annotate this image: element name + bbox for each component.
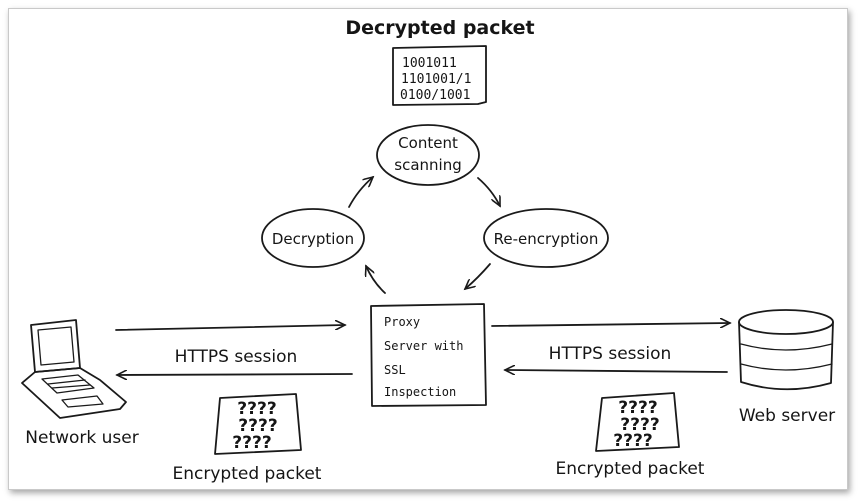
right-packet-row-1: ???? — [618, 398, 657, 418]
right-encrypted-packet-title: Encrypted packet — [556, 459, 705, 479]
decrypted-packet-icon: 1001011 1101001/1 0100/1001 — [392, 45, 487, 106]
content-scanning-node: Content scanning — [376, 124, 480, 186]
arrow-scanning-to-reencryption — [477, 177, 501, 206]
bit-row-3: 0100/1001 — [400, 88, 470, 103]
network-user-label: Network user — [25, 428, 138, 448]
left-https-session-label: HTTPS session — [175, 347, 298, 367]
proxy-line-3: SSL — [384, 363, 406, 377]
bit-row-2: 1101001/1 — [401, 72, 471, 87]
arrow-reencryption-to-proxy — [465, 263, 491, 289]
web-server-icon — [738, 309, 834, 391]
web-server-label: Web server — [739, 406, 835, 426]
left-packet-row-3: ???? — [232, 433, 271, 453]
content-scanning-line-2: scanning — [394, 156, 461, 174]
left-packet-row-2: ???? — [238, 416, 277, 436]
content-scanning-line-1: Content — [398, 134, 458, 152]
laptop-icon — [21, 319, 127, 419]
reencryption-node: Re-encryption — [483, 208, 609, 268]
diagram-frame — [8, 8, 848, 490]
left-packet-row-1: ???? — [237, 399, 276, 419]
bit-row-1: 1001011 — [402, 56, 457, 71]
left-encrypted-packet-icon: ???? ???? ???? — [214, 393, 302, 455]
decryption-node: Decryption — [261, 208, 365, 268]
proxy-line-2: Server with — [384, 339, 463, 353]
decrypted-packet-title: Decrypted packet — [345, 17, 534, 39]
proxy-server-box: Proxy Server with SSL Inspection — [370, 303, 487, 407]
right-packet-row-3: ???? — [613, 431, 652, 451]
proxy-line-1: Proxy — [384, 315, 420, 329]
arrow-proxy-to-user — [117, 374, 353, 375]
left-encrypted-packet-title: Encrypted packet — [173, 464, 322, 484]
proxy-line-4: Inspection — [384, 385, 456, 399]
right-encrypted-packet-icon: ???? ???? ???? — [595, 392, 680, 452]
right-packet-row-2: ???? — [620, 415, 659, 435]
arrow-proxy-to-server — [491, 323, 730, 326]
decryption-label: Decryption — [272, 230, 354, 248]
reencryption-label: Re-encryption — [494, 230, 599, 248]
arrow-proxy-to-decryption — [366, 266, 386, 294]
right-https-session-label: HTTPS session — [549, 344, 672, 364]
arrow-server-to-proxy — [505, 370, 728, 372]
arrow-user-to-proxy — [115, 325, 345, 331]
arrow-decryption-to-scanning — [348, 177, 373, 208]
